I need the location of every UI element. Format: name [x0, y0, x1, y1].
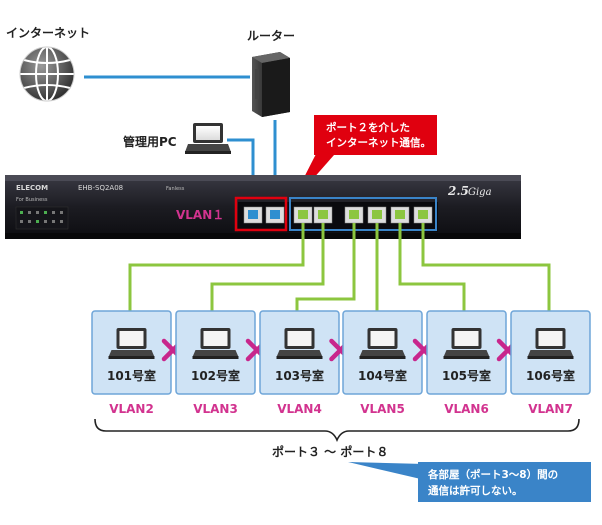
room-name: 103号室: [275, 368, 324, 383]
room-1: 101号室 VLAN2: [91, 310, 172, 416]
admin-pc-label: 管理用PC: [123, 134, 177, 149]
callout-port2: ポート２を介した インターネット通信。: [290, 115, 437, 205]
port-6: [367, 206, 387, 224]
router-label: ルーター: [247, 29, 295, 43]
room-2: 102号室 VLAN3: [175, 310, 256, 416]
led-panel: [15, 206, 69, 230]
port-7: [390, 206, 410, 224]
cable-room-102: [210, 223, 325, 313]
vlan-rooms-highlight: [289, 197, 437, 231]
router-icon: [252, 52, 290, 117]
room-name: 105号室: [442, 368, 491, 383]
port-1: [243, 206, 263, 224]
laptop-icon: [443, 328, 490, 359]
port-8: [413, 206, 433, 224]
cable-room-101: [128, 223, 305, 313]
cable-room-106: [421, 223, 551, 313]
callout-rooms-line2: 通信は許可しない。: [428, 484, 523, 497]
laptop-icon: [359, 328, 406, 359]
ports-range-label: ポート３ 〜 ポート８: [272, 444, 388, 459]
globe-icon: [19, 46, 75, 102]
vlan1-label: VLAN１: [176, 208, 224, 222]
switch-subtitle: For Business: [16, 197, 48, 203]
laptop-icon: [192, 328, 239, 359]
port-2: [265, 206, 285, 224]
switch-variant: Fanless: [166, 186, 185, 192]
switch-brand: ELECOM: [16, 184, 48, 192]
laptop-icon: [108, 328, 155, 359]
room-vlan-label: VLAN7: [528, 402, 573, 416]
port-3: [293, 206, 313, 224]
room-vlan-label: VLAN4: [277, 402, 322, 416]
room-name: 101号室: [107, 368, 156, 383]
room-5: 105号室 VLAN6: [426, 310, 507, 416]
vlan1-highlight: [234, 196, 288, 232]
speed-logo-unit: Giga: [468, 187, 492, 198]
room-name: 104号室: [358, 368, 407, 383]
rooms: 101号室 VLAN2 102号室 VLAN3 103号室 VLAN4 104号室 VLAN5…: [91, 310, 591, 416]
port-5: [344, 206, 364, 224]
room-vlan-label: VLAN3: [193, 402, 238, 416]
room-3: 103号室 VLAN4: [259, 310, 340, 416]
laptop-icon: [276, 328, 323, 359]
admin-laptop-icon: [185, 123, 231, 154]
room-6: 106号室 VLAN7: [510, 310, 591, 416]
room-vlan-label: VLAN5: [360, 402, 405, 416]
laptop-icon: [527, 328, 574, 359]
rooms-brace: [94, 418, 580, 442]
room-4: 104号室 VLAN5: [342, 310, 423, 416]
port-4: [313, 206, 333, 224]
internet-label: インターネット: [6, 26, 90, 40]
room-name: 102号室: [191, 368, 240, 383]
switch-model: EHB-SQ2A08: [78, 184, 123, 192]
room-cables: [128, 223, 551, 313]
callout-rooms-line1: 各部屋（ポート3〜8）間の: [427, 468, 558, 481]
room-name: 106号室: [526, 368, 575, 383]
room-vlan-label: VLAN6: [444, 402, 489, 416]
callout-rooms: 各部屋（ポート3〜8）間の 通信は許可しない。: [348, 462, 591, 502]
callout-port2-line2: インターネット通信。: [326, 136, 431, 149]
room-vlan-label: VLAN2: [109, 402, 154, 416]
speed-logo-number: 2.5: [447, 184, 469, 198]
cable-room-103: [295, 223, 356, 313]
cable-room-105: [398, 223, 466, 313]
callout-port2-line1: ポート２を介した: [326, 121, 410, 134]
